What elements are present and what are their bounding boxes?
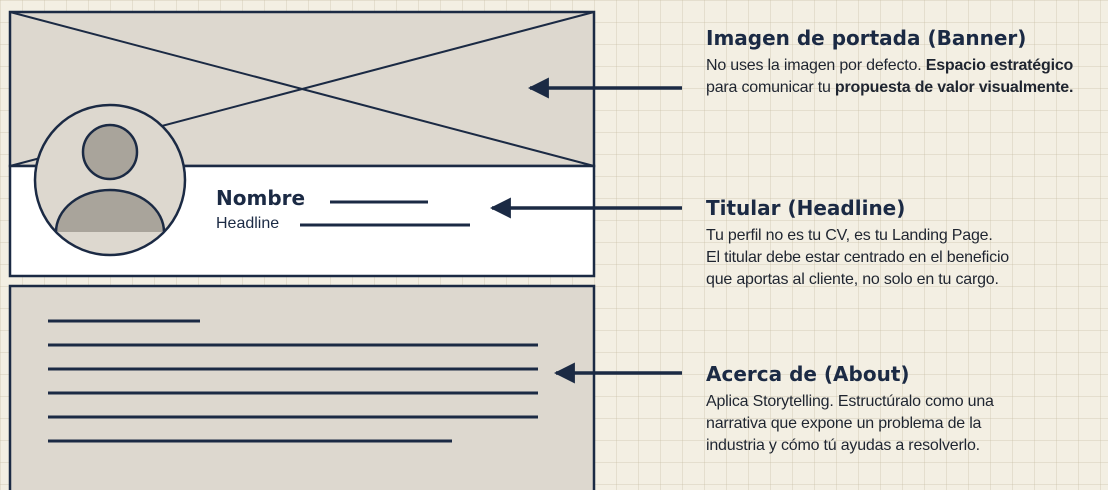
profile-name: Nombre [216,186,306,210]
headline-annotation-title: Titular (Headline) [706,196,906,220]
banner-text-part: para comunicar tu [706,79,835,96]
about-text-line: narrativa que expone un problema de la [706,415,982,432]
profile-headline: Headline [216,215,280,232]
about-section [8,284,596,490]
banner-annotation: Imagen de portada (Banner) No uses la im… [706,26,1106,99]
banner-text-bold: propuesta de valor visualmente. [834,79,1074,96]
banner-annotation-text: No uses la imagen por defecto. Espacio e… [706,55,1106,99]
headline-text-line: Tu perfil no es tu CV, es tu Landing Pag… [706,227,993,244]
banner-annotation-title: Imagen de portada (Banner) [706,26,1027,50]
headline-annotation: Titular (Headline) Tu perfil no es tu CV… [706,196,1106,291]
about-text-line: industria y cómo tú ayudas a resolverlo. [706,437,980,454]
headline-text-line: que aportas al cliente, no solo en tu ca… [706,271,999,288]
about-annotation-text: Aplica Storytelling. Estructúralo como u… [706,391,1106,457]
headline-text-line: El titular debe estar centrado en el ben… [706,249,1009,266]
banner-text-part: No uses la imagen por defecto. [706,57,926,74]
about-annotation: Acerca de (About) Aplica Storytelling. E… [706,362,1106,457]
about-text-line: Aplica Storytelling. Estructúralo como u… [706,393,994,410]
avatar [33,103,187,257]
about-annotation-title: Acerca de (About) [706,362,910,386]
banner-text-bold: Espacio estratégico [925,57,1074,74]
headline-annotation-text: Tu perfil no es tu CV, es tu Landing Pag… [706,225,1106,291]
